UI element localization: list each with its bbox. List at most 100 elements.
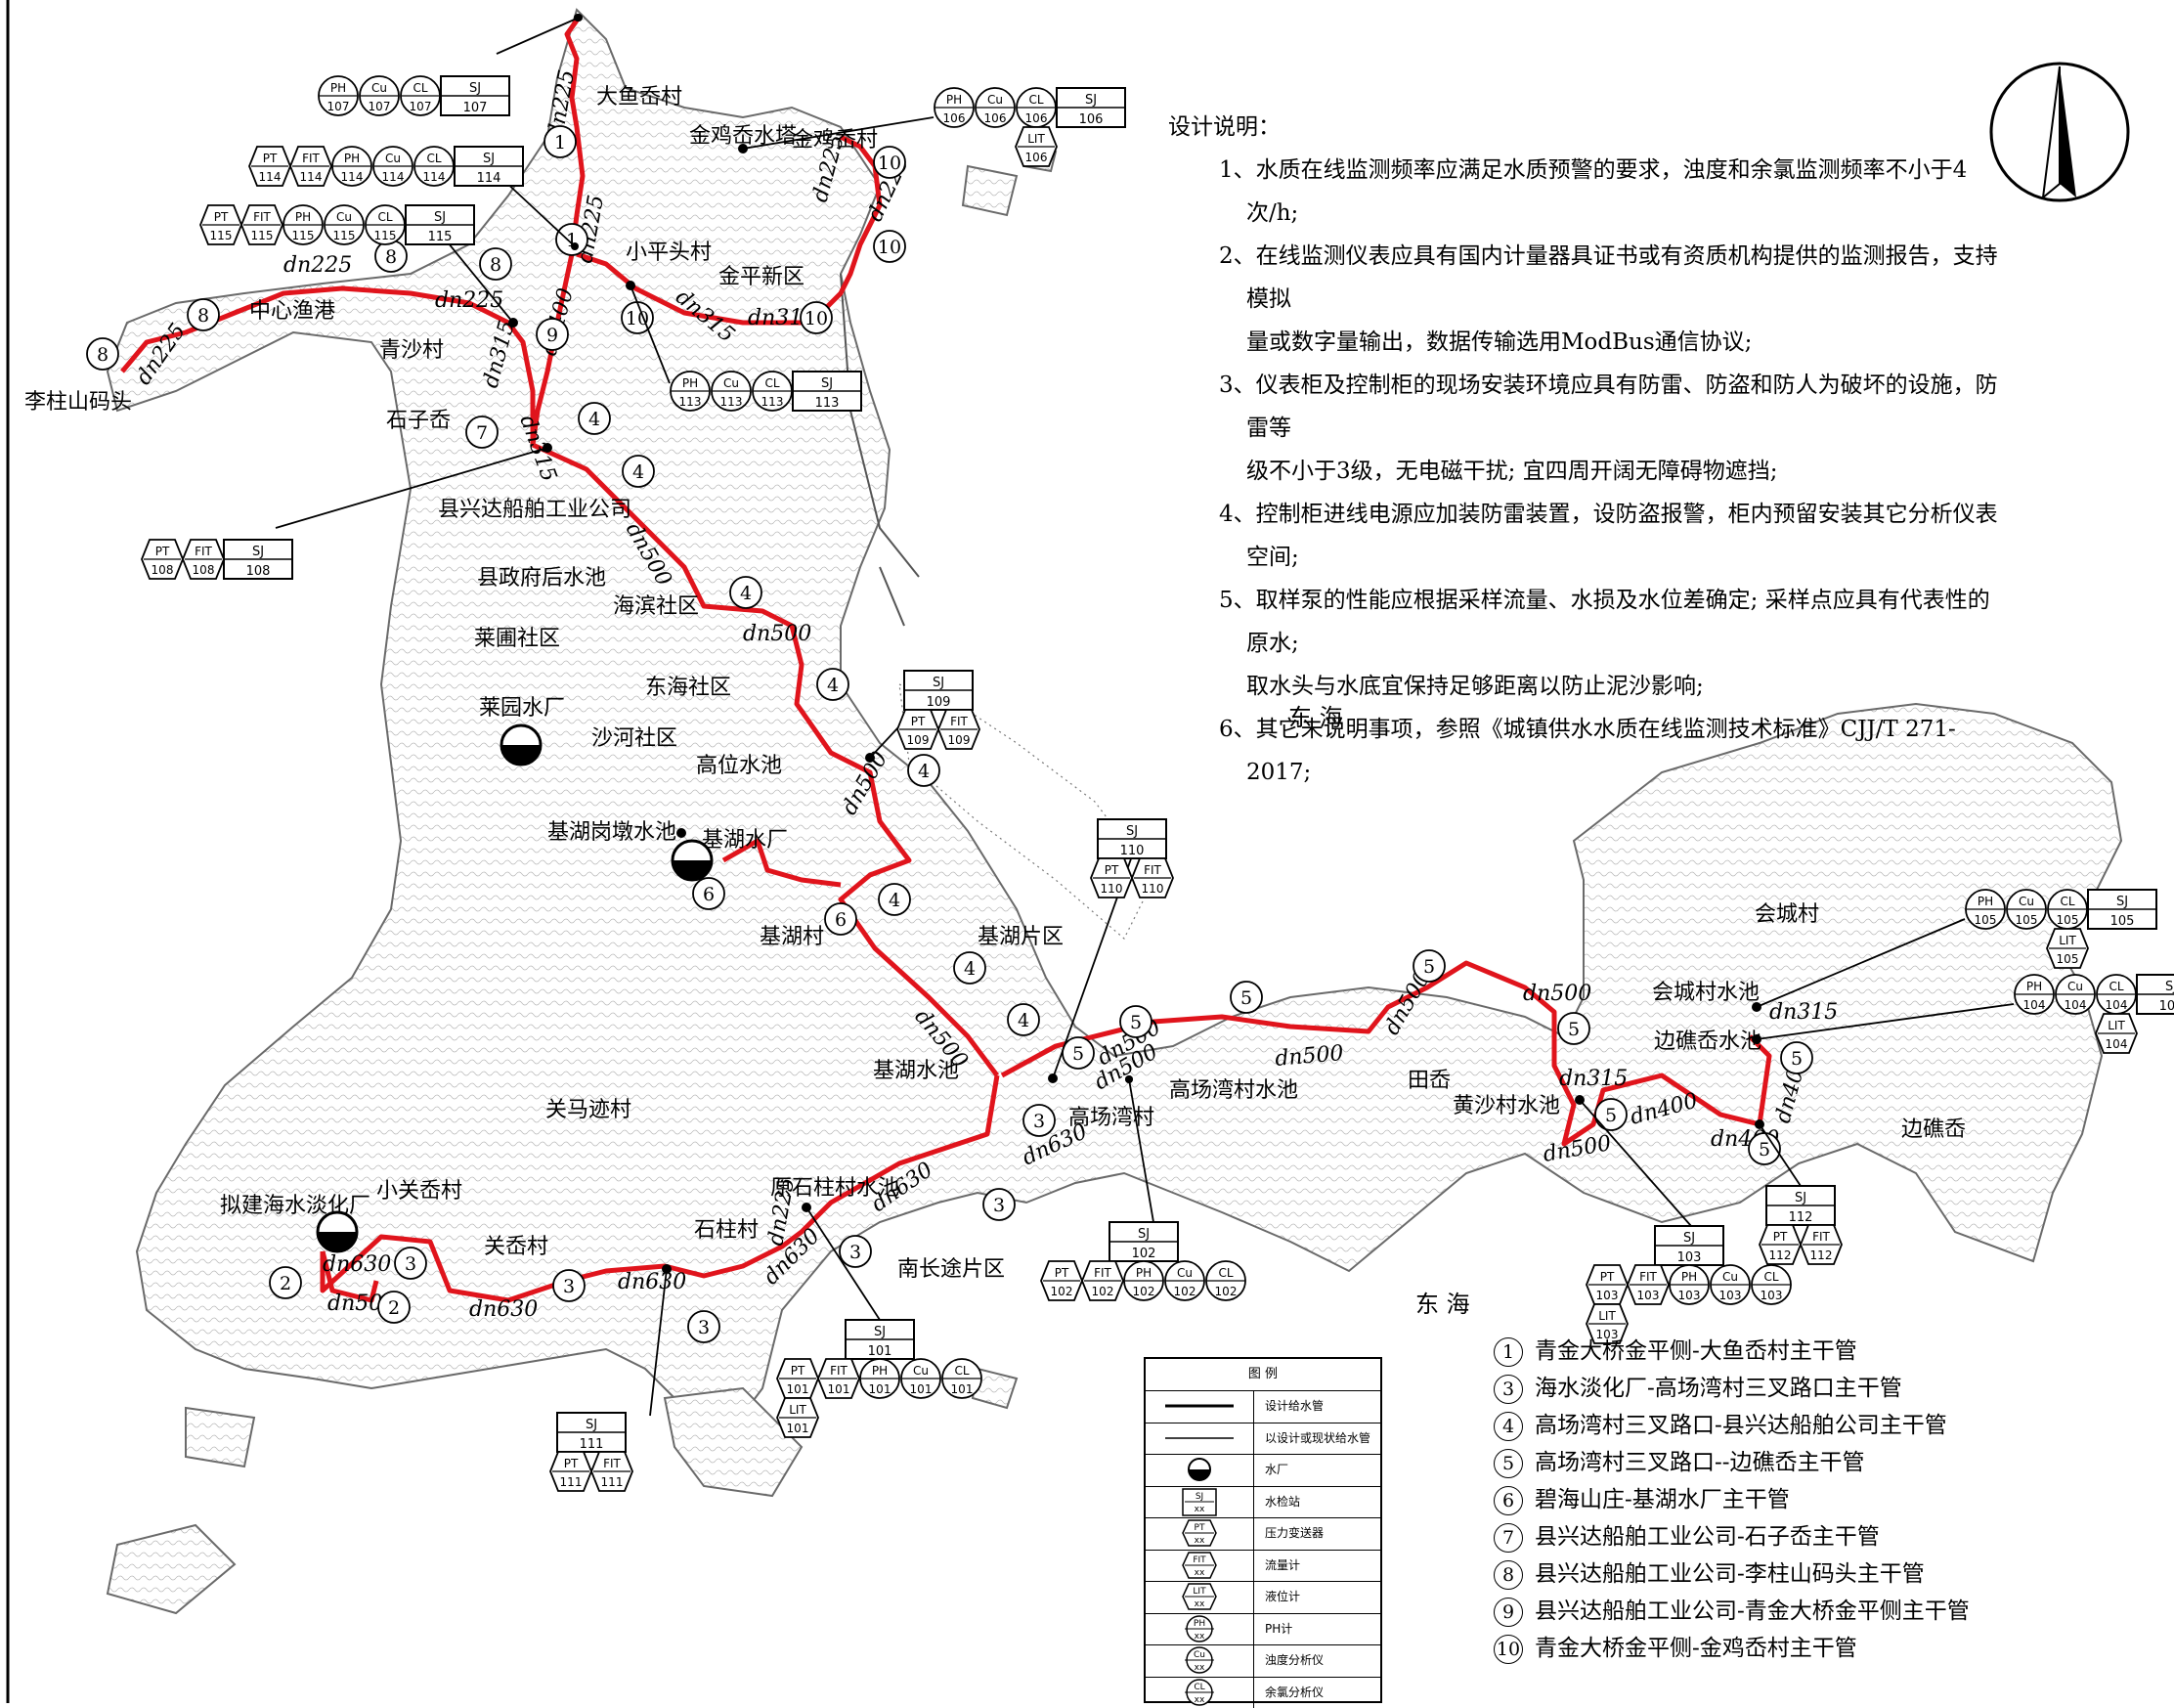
station-number: 101 <box>868 1344 892 1359</box>
svg-text:5: 5 <box>1423 956 1435 978</box>
pipe-label: dn225 <box>435 288 503 313</box>
instrument-code: Cu <box>723 376 739 390</box>
instrument-code: PH <box>1681 1270 1697 1284</box>
route-marker: 1 <box>556 224 587 255</box>
instrument-code: PH <box>295 210 311 224</box>
instrument-number: 110 <box>1101 882 1123 896</box>
legend-symbol: Cu xx <box>1146 1645 1254 1677</box>
instrument-code: PH <box>872 1364 888 1378</box>
route-marker: 6 <box>693 878 724 909</box>
instrument-code: FIT <box>1639 1270 1657 1284</box>
station-code: SJ <box>821 376 833 391</box>
instrument-code: CL <box>954 1364 969 1378</box>
svg-text:xx: xx <box>1195 1663 1205 1673</box>
instrument-code: Cu <box>2067 980 2083 993</box>
route-marker: 5 <box>1120 1006 1152 1037</box>
station-number: 104 <box>2159 999 2174 1014</box>
instrument-code: FIT <box>1812 1230 1830 1244</box>
route-marker: 8 <box>188 299 219 330</box>
instrument-code: LIT <box>2059 934 2076 947</box>
instrument-number: 104 <box>2023 998 2046 1012</box>
route-marker: 4 <box>908 755 939 786</box>
svg-text:8: 8 <box>197 305 209 327</box>
route-marker: 3 <box>395 1248 426 1279</box>
instrument-code: PH <box>1136 1266 1152 1280</box>
route-marker: 9 <box>537 319 568 350</box>
station-code: SJ <box>1126 824 1138 839</box>
instrument-number: 101 <box>787 1382 809 1396</box>
place-laipu: 莱圃社区 <box>474 627 560 651</box>
instrument-code: CL <box>1218 1266 1233 1280</box>
instrument-code: PT <box>1600 1270 1615 1284</box>
pipe-label: dn630 <box>469 1297 538 1322</box>
place-guanmaji: 关马迹村 <box>545 1098 631 1122</box>
instrument-number: 109 <box>948 733 971 747</box>
instrument-number: 102 <box>1051 1285 1073 1298</box>
plant-laiyuan-symbol <box>501 725 541 765</box>
place-donghai-sea-2: 东 海 <box>1415 1291 1470 1318</box>
instrument-number: 113 <box>720 395 743 409</box>
station-code: SJ <box>1138 1227 1150 1242</box>
svg-text:6: 6 <box>703 884 715 905</box>
station-code: SJ <box>2116 895 2128 909</box>
station-code: SJ <box>469 81 481 96</box>
svg-text:Cu: Cu <box>1194 1650 1205 1660</box>
station-number: 106 <box>1079 112 1104 127</box>
instrument-number: 105 <box>2016 913 2038 927</box>
instrument-code: FIT <box>195 545 212 558</box>
instrument-code: CL <box>1028 93 1043 107</box>
route-marker: 3 <box>553 1270 585 1301</box>
instrument-number: 103 <box>1596 1289 1619 1302</box>
instrument-code: FIT <box>950 715 968 728</box>
instrument-code: PH <box>682 376 698 390</box>
svg-text:7: 7 <box>476 422 488 444</box>
design-notes: 设计说明： 1、水质在线监测频率应满足水质预警的要求，浊度和余氯监测频率不小于4… <box>1168 106 1999 794</box>
svg-text:xx: xx <box>1195 1568 1205 1578</box>
route-marker: 4 <box>954 952 985 984</box>
station-code: SJ <box>1683 1231 1695 1246</box>
instrument-code: FIT <box>1094 1266 1111 1280</box>
route-marker: 10 <box>801 302 832 333</box>
plant-desal-symbol <box>318 1212 357 1251</box>
route-marker: 10 <box>874 147 905 178</box>
instrument-code: Cu <box>1722 1270 1738 1284</box>
instrument-code: FIT <box>253 210 271 224</box>
pipe-label: dn500 <box>1523 982 1591 1006</box>
instrument-number: 108 <box>193 563 215 577</box>
instrument-number: 115 <box>333 229 356 242</box>
route-marker: 5 <box>1595 1099 1627 1130</box>
instrument-number: 107 <box>369 100 391 113</box>
svg-text:8: 8 <box>97 344 109 366</box>
svg-text:xx: xx <box>1195 1599 1205 1609</box>
svg-text:5: 5 <box>1605 1105 1617 1126</box>
station-number: 109 <box>927 695 951 710</box>
svg-text:2: 2 <box>388 1297 400 1319</box>
instrument-code: Cu <box>913 1364 929 1378</box>
instrument-number: 107 <box>327 100 350 113</box>
legend-row: 水厂 <box>1146 1455 1380 1487</box>
instrument-number: 114 <box>382 170 405 184</box>
station-code: SJ <box>2165 980 2174 994</box>
place-shizhu: 石柱村 <box>694 1218 759 1243</box>
route-marker: 3 <box>840 1236 871 1267</box>
note-item: 6、其它未说明事项，参照《城镇供水水质在线监测技术标准》CJJ/T 271-20… <box>1168 708 1999 794</box>
instrument-number: 103 <box>1637 1289 1660 1302</box>
instrument-code: Cu <box>2019 895 2034 908</box>
station-code: SJ <box>252 545 264 559</box>
station-code: SJ <box>1795 1191 1806 1205</box>
instrument-code: CL <box>2060 895 2074 908</box>
svg-text:4: 4 <box>889 890 900 911</box>
instrument-code: CL <box>413 81 427 95</box>
svg-text:3: 3 <box>993 1195 1005 1216</box>
place-bianjiaoao: 边礁岙 <box>1901 1117 1966 1142</box>
instrument-code: PH <box>344 152 360 165</box>
place-bianjiao-pool: 边礁岙水池 <box>1654 1029 1761 1054</box>
instrument-code: Cu <box>987 93 1003 107</box>
instrument-number: 115 <box>210 229 233 242</box>
legend-label: 流量计 <box>1265 1551 1300 1581</box>
legend-symbol <box>1146 1455 1254 1486</box>
